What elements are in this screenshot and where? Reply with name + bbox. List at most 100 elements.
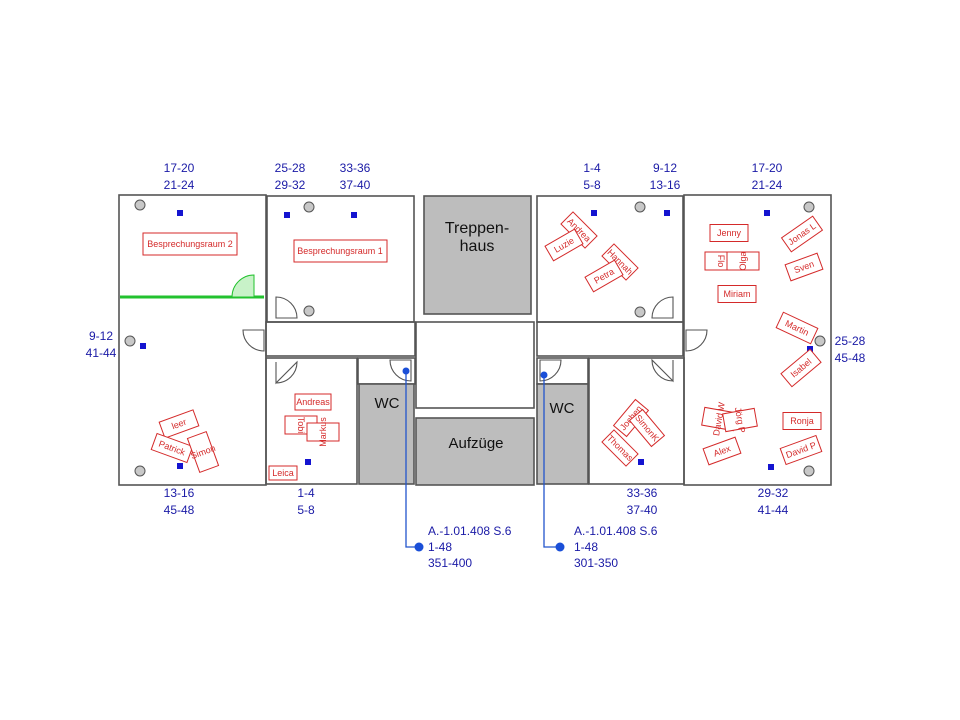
port-range-label: 25-28 [835, 334, 866, 348]
port-range-label: 45-48 [835, 351, 866, 365]
network-port [177, 210, 183, 216]
desk-occupant-label: Olga [738, 251, 748, 270]
desk-outline [782, 412, 822, 430]
column [303, 305, 315, 317]
port-range-label: 37-40 [627, 503, 658, 517]
walls [118, 194, 832, 486]
desk: Miriam [717, 285, 757, 303]
desk-occupant-label: leer [170, 417, 188, 432]
door-arc [651, 358, 674, 383]
port-range-label: 9-12 [89, 329, 113, 343]
network-port [764, 210, 770, 216]
desk-outline [784, 252, 824, 282]
network-port [768, 464, 774, 470]
desk: Andreas [294, 393, 332, 411]
network-port [305, 459, 311, 465]
column [124, 335, 136, 347]
desk-occupant-label: Miriam [724, 289, 751, 299]
desk-outline [584, 259, 624, 293]
port-range-label: 21-24 [752, 178, 783, 192]
desk: Jonas L [780, 215, 824, 253]
port-range-label: 41-44 [86, 346, 117, 360]
desk-occupant-label: Leica [272, 468, 294, 478]
port-range-label: 13-16 [164, 486, 195, 500]
network-port [284, 212, 290, 218]
desk: Luzie [544, 228, 584, 262]
desk-outline [628, 408, 666, 448]
desk: Leica [268, 465, 298, 481]
wc-left-label: WC [375, 395, 400, 412]
network-port [140, 343, 146, 349]
partition [120, 274, 264, 299]
desk-occupant-label: Ronja [790, 416, 814, 426]
desk-outline [158, 409, 200, 439]
port-range-label: 29-32 [758, 486, 789, 500]
network-port [638, 459, 644, 465]
port-range-label: 5-8 [583, 178, 601, 192]
port-range-label: 9-12 [653, 161, 677, 175]
desk-outline [601, 429, 639, 467]
column [803, 465, 815, 477]
wc-right [536, 383, 589, 485]
door-arc [685, 329, 708, 352]
column [303, 201, 315, 213]
port-range-label: 33-36 [340, 161, 371, 175]
column [134, 465, 146, 477]
patch-panel-line: A.-1.01.408 S.6 [428, 524, 512, 538]
corridor-left [265, 321, 416, 357]
desk: leer [158, 409, 200, 439]
patch-panel-line: 1-48 [574, 540, 598, 554]
hall-center [415, 321, 535, 409]
desk-outline [780, 215, 824, 253]
door-arc [651, 296, 674, 319]
network-port [591, 210, 597, 216]
patch-panel-dot [555, 542, 565, 552]
desk: David P [779, 434, 823, 466]
columns [124, 199, 826, 477]
desk: Ronja [782, 412, 822, 430]
network-ports [140, 210, 813, 470]
port-range-label: 41-44 [758, 503, 789, 517]
desk: Thomas [601, 429, 639, 467]
patch-panel-line: 351-400 [428, 556, 472, 570]
meeting-room-1: Besprechungsraum 1 [293, 239, 388, 263]
desk-outline [775, 311, 819, 345]
desk: Sven [784, 252, 824, 282]
stairwell-label-2: haus [460, 238, 495, 255]
port-range-label: 17-20 [164, 161, 195, 175]
port-range-label: 45-48 [164, 503, 195, 517]
desk-outline [294, 393, 332, 411]
wc-left [358, 383, 415, 485]
desk-outline [544, 228, 584, 262]
desk: Petra [584, 259, 624, 293]
desk: Simon [186, 431, 220, 473]
desk-occupant-label: Flo [716, 255, 726, 268]
network-port [177, 463, 183, 469]
patch-panel-line: 301-350 [574, 556, 618, 570]
port-range-label: 25-28 [275, 161, 306, 175]
desk: Jörg P [722, 406, 758, 434]
port-range-label: 5-8 [297, 503, 315, 517]
room-east-wing [683, 194, 832, 486]
service-rooms [358, 195, 589, 486]
meeting-room-2: Besprechungsraum 2 [142, 232, 238, 256]
corridor-right [536, 321, 684, 357]
wc-right-label: WC [550, 400, 575, 417]
desk-outline [306, 422, 340, 442]
desk-occupant-label: Jörg P [733, 406, 747, 433]
port-range-label: 1-4 [583, 161, 601, 175]
stairwell [423, 195, 532, 315]
door-arc [275, 296, 298, 319]
cable-start-dot [402, 367, 410, 375]
column [634, 201, 646, 213]
column [814, 335, 826, 347]
port-range-label: 37-40 [340, 178, 371, 192]
desk-occupant-label: Jenny [717, 228, 742, 238]
cable-endpoints [402, 367, 565, 552]
desk: Alex [702, 436, 742, 466]
desk-occupant-label: Markus [318, 417, 328, 447]
network-port [664, 210, 670, 216]
elevators-label: Aufzüge [448, 435, 503, 452]
